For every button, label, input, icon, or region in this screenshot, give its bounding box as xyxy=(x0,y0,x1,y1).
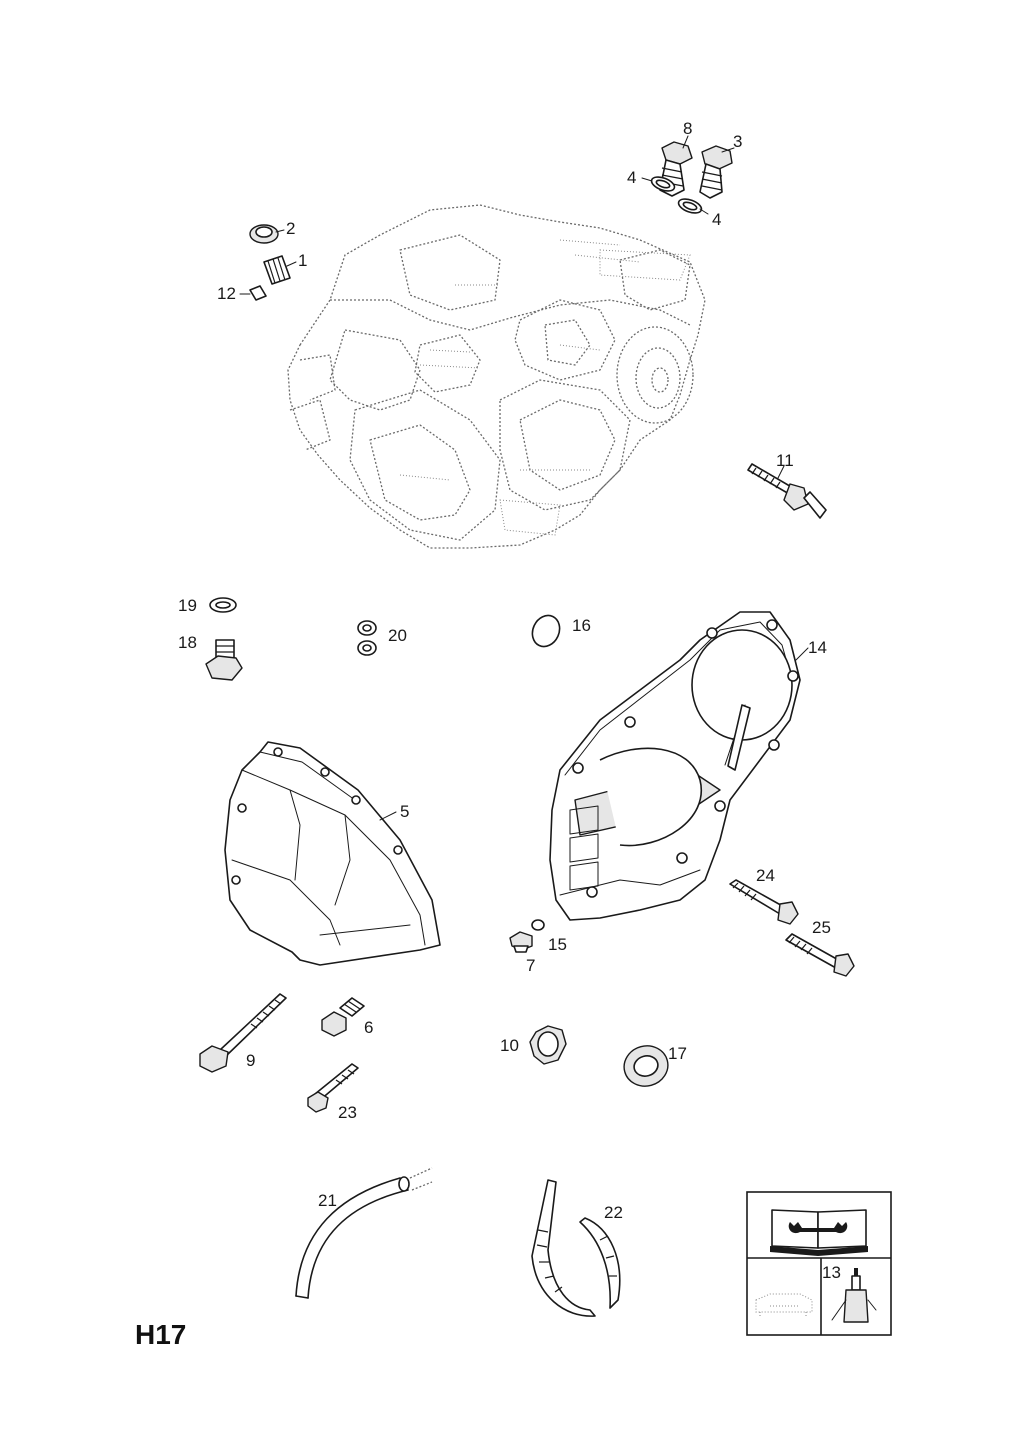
callout-12: 12 xyxy=(217,284,236,303)
callout-6: 6 xyxy=(364,1018,373,1037)
callout-7: 7 xyxy=(526,956,535,975)
part-17-seal xyxy=(623,1045,669,1087)
callout-4-upper: 4 xyxy=(627,168,636,187)
callout-labels: 8 3 4 4 2 1 12 11 19 18 20 16 14 5 24 25… xyxy=(178,119,841,1282)
callout-8: 8 xyxy=(683,119,692,138)
part-15-seal-ring xyxy=(531,919,545,931)
open-book-wrench-icon xyxy=(770,1209,868,1256)
part-7-plug xyxy=(509,931,533,953)
callout-10: 10 xyxy=(500,1036,519,1055)
callout-13: 13 xyxy=(822,1263,841,1282)
callout-24: 24 xyxy=(756,866,775,885)
callout-22: 22 xyxy=(604,1203,623,1222)
callout-16: 16 xyxy=(572,616,591,635)
part-3-plug xyxy=(699,145,733,199)
part-11-stud xyxy=(747,463,827,519)
callout-9: 9 xyxy=(246,1051,255,1070)
part-21-hose xyxy=(295,1167,433,1299)
part-9-bolt xyxy=(199,993,287,1073)
callout-18: 18 xyxy=(178,633,197,652)
part-2-seal xyxy=(249,224,279,244)
callout-15: 15 xyxy=(548,935,567,954)
callout-2: 2 xyxy=(286,219,295,238)
callout-23: 23 xyxy=(338,1103,357,1122)
callout-25: 25 xyxy=(812,918,831,937)
part-25-bolt xyxy=(785,933,855,977)
part-16-o-ring xyxy=(531,614,561,648)
callout-17: 17 xyxy=(668,1044,687,1063)
part-1-bearing xyxy=(263,255,291,285)
part-23-bolt xyxy=(307,1063,359,1113)
part-19-washer xyxy=(209,597,237,613)
part-20-washers xyxy=(357,620,377,656)
callout-20: 20 xyxy=(388,626,407,645)
part-22-strap xyxy=(531,1179,621,1317)
part-18-drain-plug xyxy=(205,639,243,681)
leader-lines xyxy=(239,135,809,821)
legend-box xyxy=(746,1191,892,1336)
part-12-bush xyxy=(249,285,267,301)
callout-1: 1 xyxy=(298,251,307,270)
part-24-bolt xyxy=(729,879,799,925)
callout-11: 11 xyxy=(776,451,794,470)
callout-14: 14 xyxy=(808,638,827,657)
callout-3: 3 xyxy=(733,132,742,151)
sealant-bottle-icon xyxy=(831,1268,877,1323)
part-14-side-cover xyxy=(549,611,801,921)
callout-4-lower: 4 xyxy=(712,210,721,229)
page-code: H17 xyxy=(135,1319,186,1350)
callout-5: 5 xyxy=(400,802,409,821)
part-6-bolt xyxy=(321,997,365,1037)
car-silhouette-icon xyxy=(755,1293,813,1318)
part-10-plug xyxy=(529,1025,567,1065)
part-5-oil-pan xyxy=(224,741,441,966)
part-4-washer xyxy=(650,176,703,214)
callout-21: 21 xyxy=(318,1191,337,1210)
callout-19: 19 xyxy=(178,596,197,615)
transmission-housing-ghost xyxy=(287,204,706,549)
